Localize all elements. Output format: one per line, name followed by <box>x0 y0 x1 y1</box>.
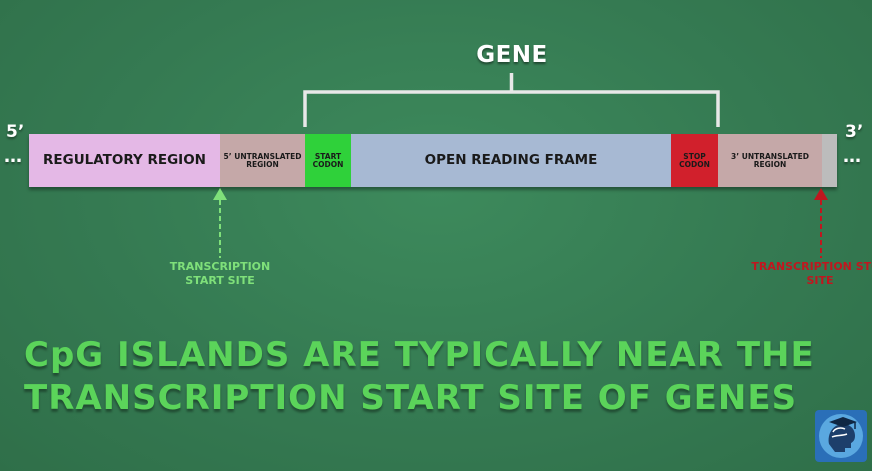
scientist-head-logo-icon <box>815 410 867 462</box>
three-prime-label: 3’ <box>845 122 864 142</box>
transcription-stop-arrow <box>814 188 828 258</box>
five-prime-label: 5’ <box>6 122 25 142</box>
caption-line-2: TRANSCRIPTION START SITE OF GENES <box>24 378 798 418</box>
five-prime-utr-segment: 5’ UNTRANSLATED REGION <box>220 134 305 187</box>
gene-label: GENE <box>476 42 548 68</box>
stop-codon-segment: STOP CODON <box>671 134 718 187</box>
open-reading-frame-segment: OPEN READING FRAME <box>351 134 671 187</box>
three-prime-utr-segment: 3’ UNTRANSLATED REGION <box>718 134 822 187</box>
transcription-start-arrow <box>213 188 227 258</box>
caption-line-1: CpG ISLANDS ARE TYPICALLY NEAR THE <box>24 335 815 375</box>
dna-strand: REGULATORY REGION 5’ UNTRANSLATED REGION… <box>29 134 837 187</box>
transcription-stop-site-label: TRANSCRIPTION STOP SITE <box>751 260 872 287</box>
five-prime-ellipsis: … <box>4 146 23 167</box>
regulatory-region-segment: REGULATORY REGION <box>29 134 220 187</box>
strand-end-segment <box>822 134 837 187</box>
three-prime-ellipsis: … <box>843 146 862 167</box>
transcription-start-site-label: TRANSCRIPTION START SITE <box>169 260 271 287</box>
start-codon-segment: START CODON <box>305 134 351 187</box>
